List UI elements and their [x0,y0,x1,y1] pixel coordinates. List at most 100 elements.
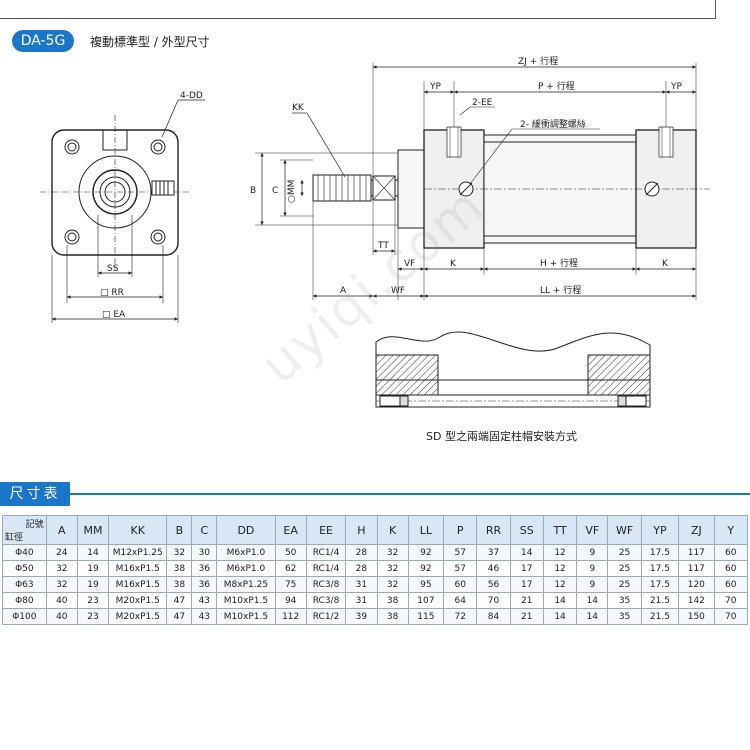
table-cell: 43 [191,592,218,609]
column-header: A [45,515,78,545]
table-cell: 75 [274,576,307,593]
table-cell: 64 [443,592,478,609]
column-header: Y [713,515,749,545]
table-cell: M16xP1.5 [108,576,168,593]
table-cell: M12xP1.25 [108,544,168,561]
table-cell: 60 [713,560,749,577]
table-cell: 60 [713,576,749,593]
dimension-section-header: 尺寸表 [0,482,750,506]
table-cell: 142 [678,592,715,609]
column-header: YP [640,515,680,545]
table-cell: 24 [45,544,78,561]
label-wf: WF [391,286,405,296]
table-cell: 70 [476,592,511,609]
label-k-right: K [662,259,669,269]
table-cell: 32 [376,560,409,577]
table-cell: 40 [45,592,78,609]
table-cell: 62 [274,560,307,577]
table-cell: M16xP1.5 [108,560,168,577]
table-cell: 14 [542,592,578,609]
table-cell: RC3/8 [305,592,347,609]
table-cell: 32 [166,544,193,561]
column-header: K [376,515,409,545]
corner-bore-label: 缸徑 [5,533,24,543]
table-cell: 38 [376,592,409,609]
label-ll: LL + 行程 [540,284,581,296]
table-cell: 38 [166,576,193,593]
label-rr: □ RR [100,288,124,298]
table-cell: 39 [345,608,378,625]
label-cushion: 2- 緩衝調整螺絲 [520,118,586,130]
table-cell: 92 [407,560,445,577]
table-cell: M8xP1.25 [216,576,276,593]
table-cell: 25 [607,576,642,593]
column-header: C [191,515,218,545]
table-cell: 36 [191,560,218,577]
table-cell: 84 [476,608,511,625]
table-cell: 19 [76,560,110,577]
table-cell: 14 [542,608,578,625]
column-header: DD [216,515,276,545]
table-cell: 21 [509,592,544,609]
label-p: P + 行程 [538,80,575,92]
table-cell: 12 [542,560,578,577]
table-cell: 30 [191,544,218,561]
table-cell: 46 [476,560,511,577]
table-cell: 9 [576,544,609,561]
label-k-left: K [450,259,457,269]
label-yp-left: YP [429,82,441,92]
label-kk: KK [292,103,305,113]
table-cell: 36 [191,576,218,593]
top-border-line [0,0,716,19]
table-cell: 47 [166,608,193,625]
column-header: H [345,515,378,545]
table-cell: RC1/2 [305,608,347,625]
table-cell: 31 [345,576,378,593]
table-cell: 31 [345,592,378,609]
table-cell: 23 [76,592,110,609]
sd-mount-caption: SD 型之兩端固定柱帽安裝方式 [426,430,577,443]
table-cell: 40 [45,608,78,625]
table-cell: RC1/4 [305,544,347,561]
table-cell: M10xP1.5 [216,608,276,625]
label-tt: TT [377,241,389,251]
table-cell: 25 [607,544,642,561]
side-view [255,63,710,300]
table-cell: M20xP1.5 [108,608,168,625]
table-cell: 32 [45,560,78,577]
table-cell: 70 [713,608,749,625]
label-zj: ZJ + 行程 [518,55,558,67]
table-cell: 23 [76,608,110,625]
sd-mount-view [375,331,651,408]
table-cell: 12 [542,544,578,561]
table-header-row: 記號 缸徑 A MM KK B C DD EA EE H K LL P RR S… [2,515,749,545]
label-ss: SS [107,264,119,274]
label-mm: ○MM [287,180,297,203]
table-cell: 32 [45,576,78,593]
table-cell: 21 [509,608,544,625]
column-header: TT [542,515,578,545]
column-header: P [443,515,478,545]
column-header: EE [305,515,347,545]
table-cell: 57 [443,544,478,561]
table-cell: 17.5 [640,544,680,561]
model-badge: DA-5G [12,30,74,52]
label-c: C [272,186,278,196]
table-cell: 17 [509,560,544,577]
column-header: LL [407,515,445,545]
table-cell: 17 [509,576,544,593]
table-cell: 95 [407,576,445,593]
table-cell: RC3/8 [305,576,347,593]
column-header: KK [108,515,168,545]
label-h: H + 行程 [540,257,578,269]
table-cell: 60 [443,576,478,593]
table-cell: 14 [509,544,544,561]
table-cell: RC1/4 [305,560,347,577]
table-cell: 14 [576,592,609,609]
table-cell: 92 [407,544,445,561]
column-header: SS [509,515,544,545]
